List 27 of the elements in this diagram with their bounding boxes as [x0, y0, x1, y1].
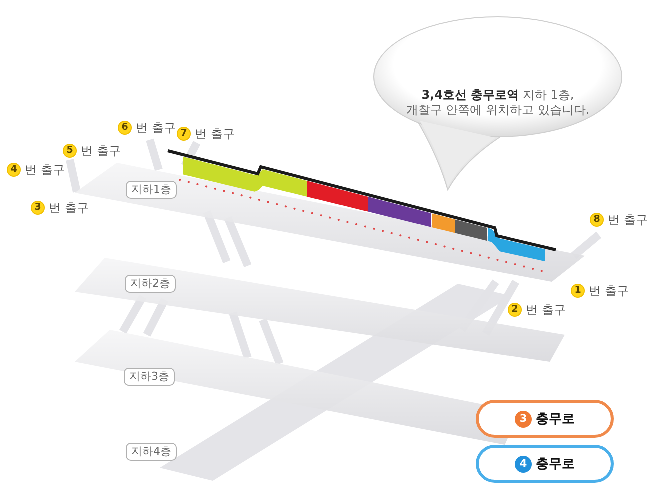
station-line-card — [476, 400, 614, 438]
line-number-badge: 3 — [515, 410, 532, 428]
exit-number-badge: 2 — [508, 303, 522, 317]
floor-tag: 지하4층 — [126, 443, 177, 461]
exit-label: 번 출구 — [608, 213, 648, 227]
floor-tag: 지하2층 — [125, 275, 176, 293]
line-number-badge: 4 — [515, 456, 532, 472]
exit-number-badge: 4 — [7, 163, 21, 177]
exit-label: 번 출구 — [589, 284, 629, 298]
exit-label: 번 출구 — [25, 163, 65, 177]
exit-number-badge: 6 — [118, 121, 132, 135]
exit-number-badge: 5 — [63, 144, 77, 158]
exit-number-badge: 3 — [31, 201, 45, 215]
exit-label: 번 출구 — [49, 201, 89, 215]
bubble-text: 3,4호선 충무로역 지하 1층, 개찰구 안쪽에 위치하고 있습니다. — [405, 88, 591, 118]
exit-label: 번 출구 — [526, 303, 566, 317]
station-line-card — [476, 445, 614, 483]
exit-number-badge: 8 — [590, 213, 604, 227]
floor-tag: 지하1층 — [126, 181, 177, 199]
exit-label: 번 출구 — [81, 144, 121, 158]
exit-label: 번 출구 — [136, 121, 176, 135]
station-name: 충무로 — [536, 456, 575, 473]
station-name: 충무로 — [536, 411, 575, 428]
exit-number-badge: 7 — [177, 127, 191, 141]
exit-label: 번 출구 — [195, 127, 235, 141]
exit-number-badge: 1 — [571, 284, 585, 298]
floor-tag: 지하3층 — [124, 368, 175, 386]
